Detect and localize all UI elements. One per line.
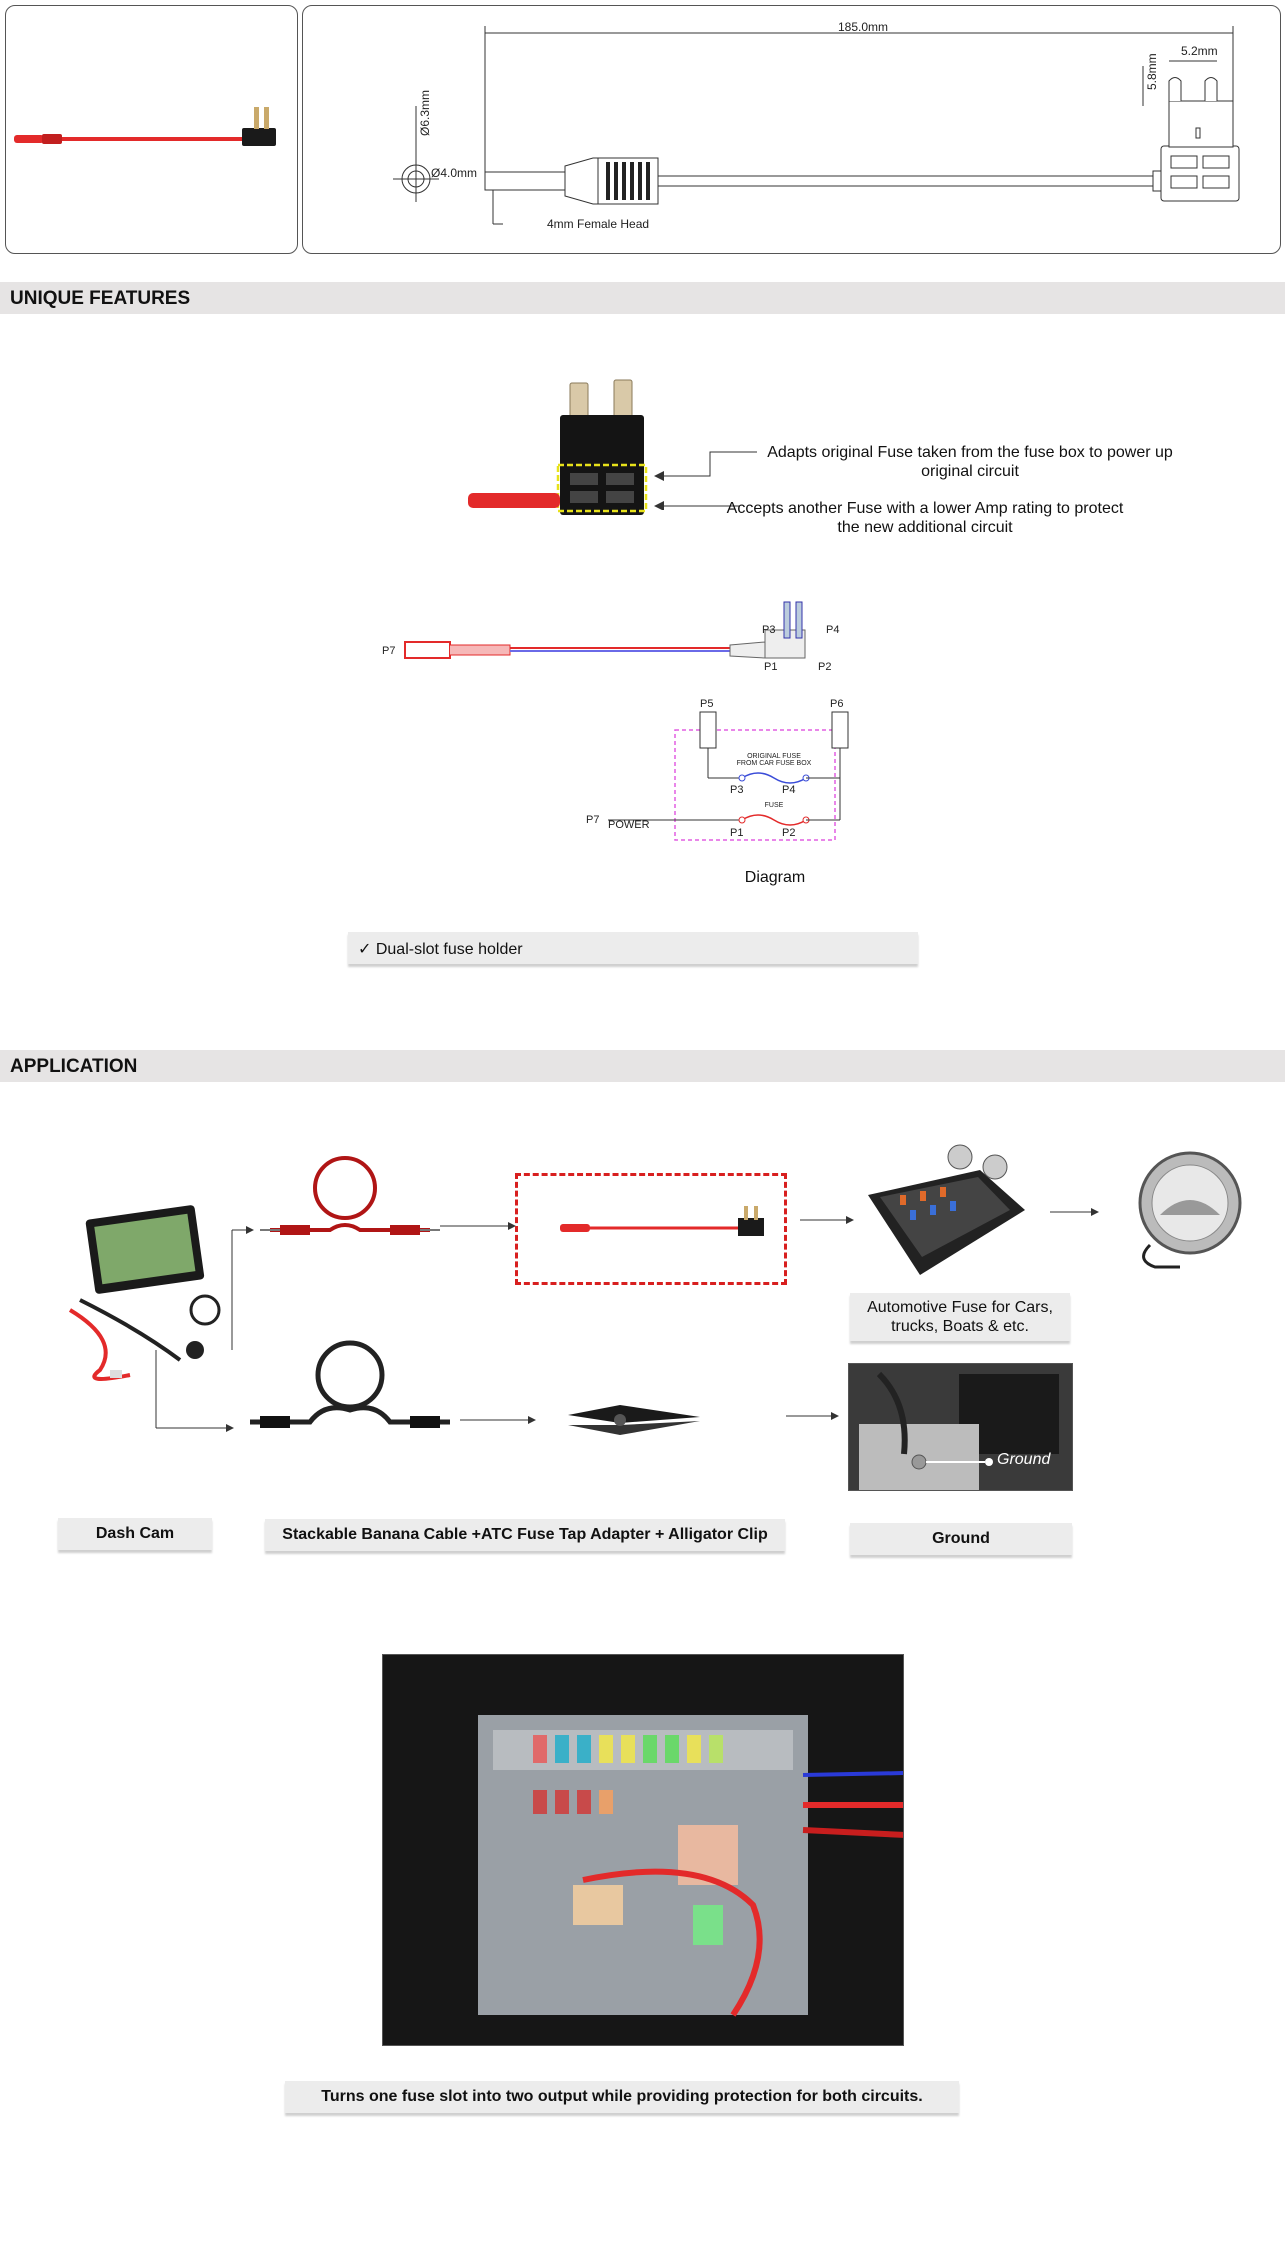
length-dimension: 185.0mm	[838, 20, 888, 34]
auto-fuse-label: Automotive Fuse for Cars, trucks, Boats …	[867, 1299, 1053, 1335]
cable-label: Stackable Banana Cable +ATC Fuse Tap Ada…	[282, 1526, 768, 1543]
product-photo-panel	[5, 5, 298, 254]
alligator-clip-image	[568, 1405, 700, 1435]
label-p1-top: P1	[764, 661, 777, 673]
label-p2: P2	[782, 827, 795, 839]
banana-cable-red	[260, 1156, 440, 1235]
application-bar: APPLICATION	[0, 1050, 1285, 1082]
label-from-box: FROM CAR FUSE BOX	[737, 760, 812, 767]
label-p1: P1	[730, 827, 743, 839]
outer-diameter-label: Ø6.3mm	[418, 90, 432, 136]
dimension-drawing-panel: 185.0mm Ø6.3mm Ø4.0mm 5.2mm	[302, 5, 1281, 254]
bottom-caption: Turns one fuse slot into two output whil…	[321, 2088, 923, 2105]
height-dimension: 5.8mm	[1145, 53, 1159, 90]
callout-arrows	[654, 451, 757, 510]
width-dimension: 5.2mm	[1181, 44, 1218, 58]
callout-bottom: Accepts another Fuse with a lower Amp ra…	[726, 500, 1124, 536]
ground-tag: Ground	[850, 1523, 1072, 1555]
label-fuse: FUSE	[765, 802, 784, 809]
banana-cable-black	[250, 1340, 450, 1428]
fuse-tap-closeup	[468, 379, 648, 515]
auto-fuse-tag: Automotive Fuse for Cars, trucks, Boats …	[850, 1293, 1070, 1341]
label-p2-top: P2	[818, 661, 831, 673]
dash-cam-image	[68, 1205, 221, 1381]
unique-features-bar: UNIQUE FEATURES	[0, 282, 1285, 314]
dash-cam-label: Dash Cam	[95, 1525, 175, 1542]
unique-features-title: UNIQUE FEATURES	[10, 288, 191, 309]
female-head-label: 4mm Female Head	[547, 217, 649, 231]
label-p4-top: P4	[826, 624, 839, 636]
label-p5: P5	[700, 698, 713, 710]
label-p4: P4	[782, 784, 795, 796]
headlight-image	[1138, 1151, 1242, 1269]
label-p7: P7	[586, 814, 599, 826]
callout-top: Adapts original Fuse taken from the fuse…	[767, 444, 1173, 480]
label-power: POWER	[608, 819, 650, 831]
fuse-box-image	[868, 1144, 1025, 1275]
label-p6: P6	[830, 698, 843, 710]
inner-diameter-label: Ø4.0mm	[431, 166, 477, 180]
install-photo	[382, 1654, 904, 2046]
branch-lines	[155, 1208, 1099, 1432]
ground-label: Ground	[932, 1530, 990, 1547]
diagram-caption: Diagram	[744, 869, 806, 886]
wiring-schematic: P7 P3 P4 P1 P2 P5 P6 ORIGINAL FUSE FROM …	[382, 601, 849, 841]
feature-check-item: ✓ Dual-slot fuse holder	[348, 932, 918, 964]
label-p3-top: P3	[762, 624, 775, 636]
cable-tag: Stackable Banana Cable +ATC Fuse Tap Ada…	[265, 1519, 785, 1551]
application-title: APPLICATION	[10, 1056, 138, 1077]
ground-photo-label: Ground	[997, 1451, 1051, 1468]
fuse-tap-photo	[14, 107, 276, 146]
label-original-fuse: ORIGINAL FUSE	[747, 753, 801, 760]
feature-check-text: ✓ Dual-slot fuse holder	[358, 941, 523, 958]
dash-cam-tag: Dash Cam	[58, 1518, 212, 1550]
label-p7-top: P7	[382, 645, 395, 657]
fuse-tap-highlight	[515, 1173, 787, 1285]
bottom-caption-tag: Turns one fuse slot into two output whil…	[285, 2081, 959, 2113]
ground-photo: Ground	[848, 1363, 1073, 1491]
label-p3: P3	[730, 784, 743, 796]
